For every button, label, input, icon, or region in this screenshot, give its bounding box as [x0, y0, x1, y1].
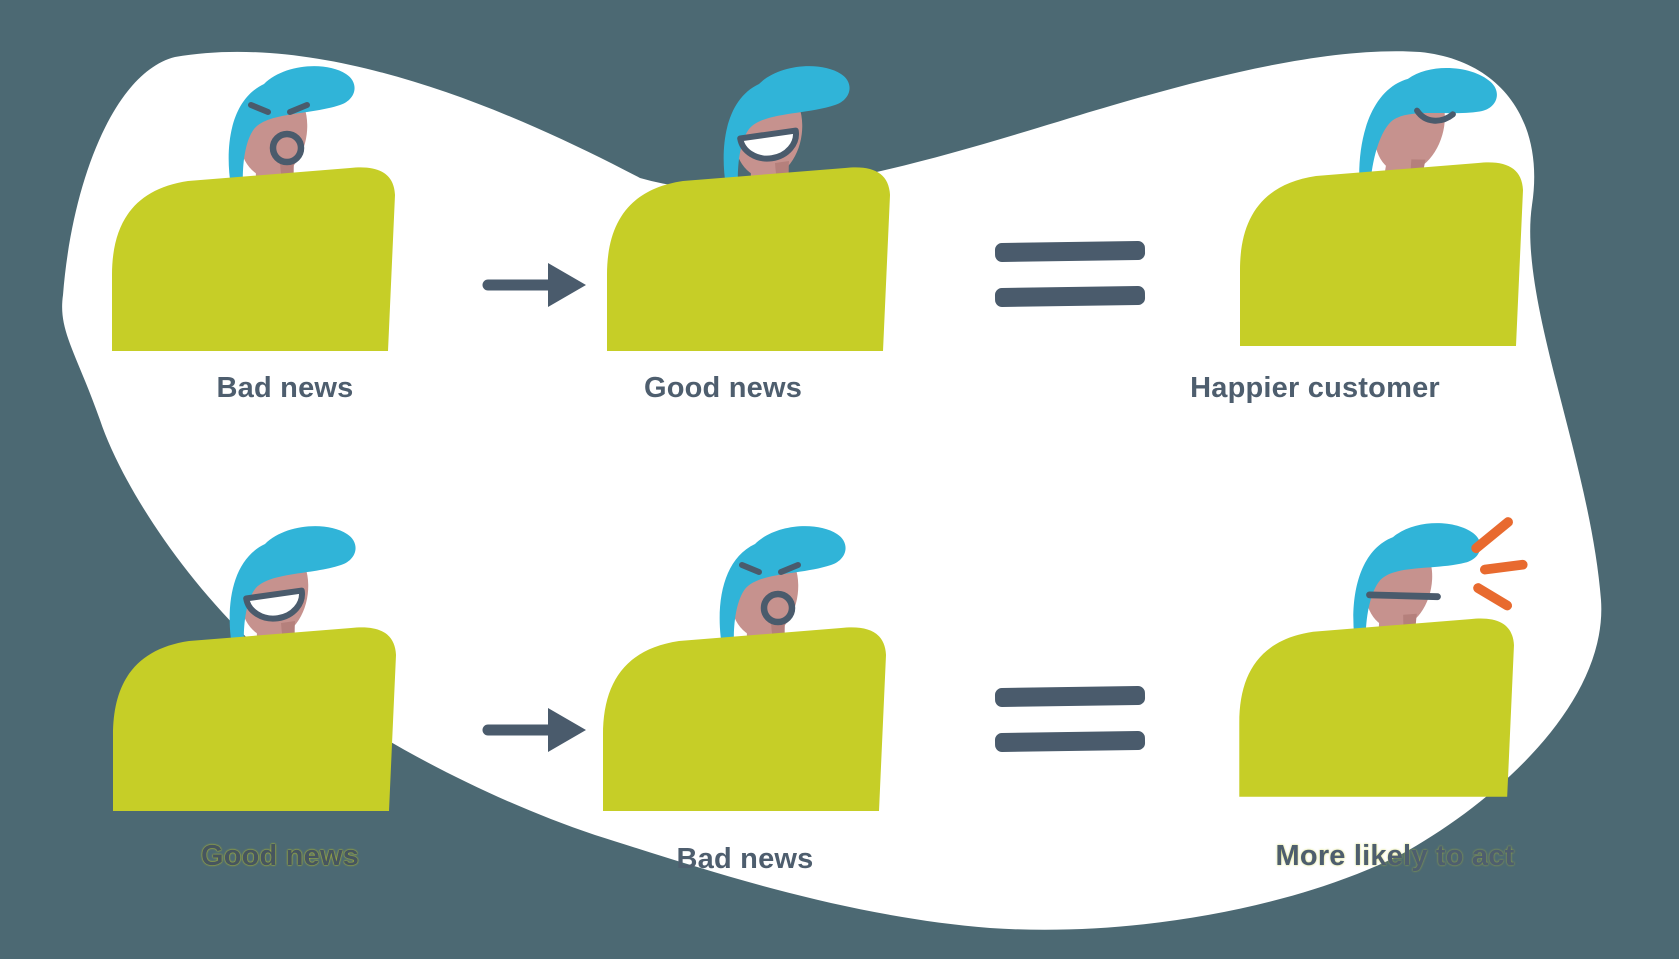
step-label-good-news-2: Good news: [200, 840, 360, 872]
shirt: [1240, 162, 1523, 346]
person-angry-bad-news: [112, 66, 395, 351]
shout-marks-icon: [1471, 517, 1528, 611]
shirt: [1239, 618, 1514, 797]
shirt: [607, 167, 890, 351]
shirt: [112, 167, 395, 351]
happy-face-icon: [737, 127, 799, 162]
person-happy-good-news: [607, 66, 890, 351]
step-label-bad-news: Bad news: [216, 372, 354, 404]
step-label-good-news: Good news: [643, 372, 803, 404]
person-determined-likely-to-act: [1239, 517, 1528, 797]
arrow-right-icon: [482, 263, 586, 307]
arrow-right-icon: [482, 708, 586, 752]
step-label-bad-news-2: Bad news: [676, 843, 814, 875]
person-content-happier-customer: [1240, 55, 1523, 346]
determined-face-icon: [1366, 591, 1441, 601]
content-face-icon: [1414, 107, 1456, 124]
person-angry-bad-news-2: [603, 526, 886, 811]
step-label-happier-customer: Happier customer: [1190, 372, 1440, 404]
angry-face-icon: [739, 562, 801, 626]
shirt: [113, 627, 396, 811]
shirt: [603, 627, 886, 811]
equals-icon: [994, 241, 1146, 307]
blob-shape: [62, 51, 1602, 930]
happy-face-icon: [243, 587, 305, 622]
angry-face-icon: [248, 102, 310, 166]
step-label-more-likely-to-act: More likely to act: [1275, 840, 1515, 872]
person-happy-good-news-2: [113, 526, 396, 811]
equals-icon: [994, 686, 1146, 752]
